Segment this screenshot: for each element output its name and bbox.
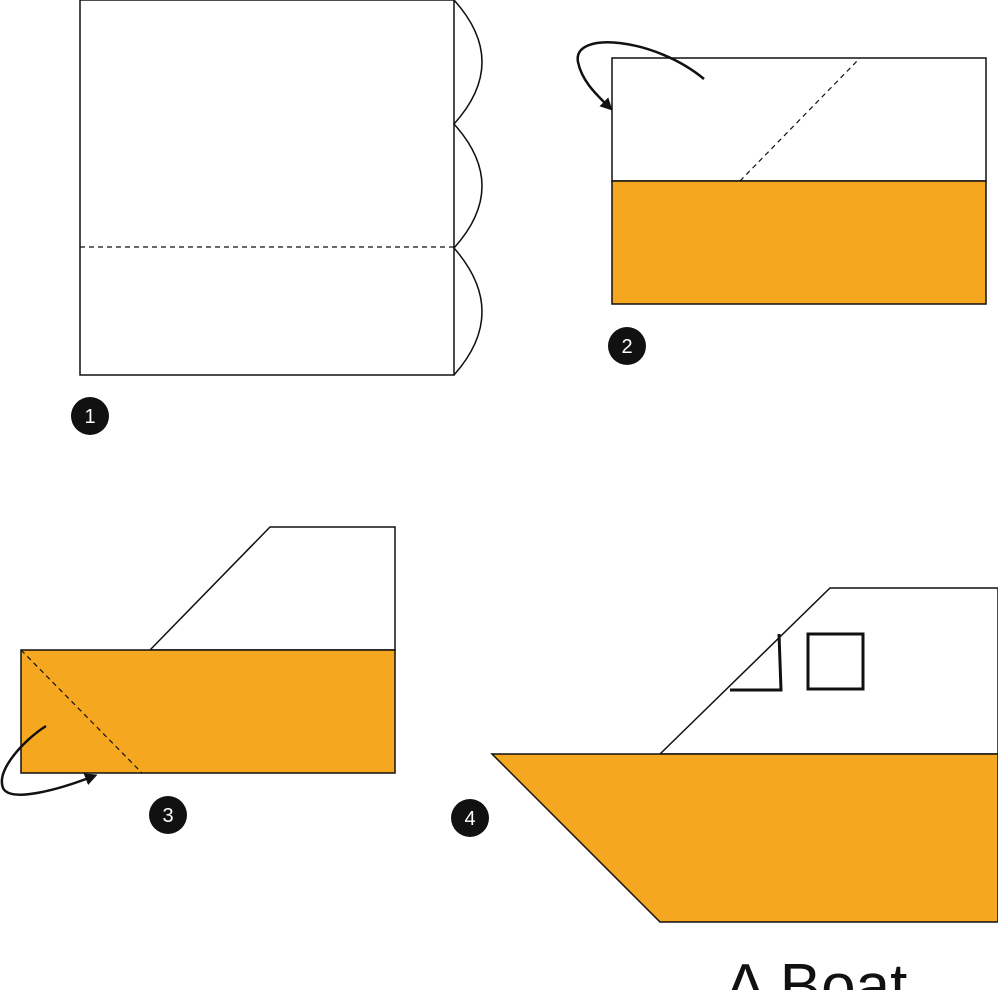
step-2-badge: 2	[608, 327, 646, 365]
step-3-diagram	[0, 526, 396, 796]
step-3-badge: 3	[149, 796, 187, 834]
step-4-hull	[490, 753, 998, 923]
step-1-badge: 1	[71, 397, 109, 435]
diagram-title: A Boat	[725, 952, 908, 990]
step-4-window-right	[806, 632, 865, 691]
step-4-cabin	[658, 587, 998, 755]
step-4-diagram	[490, 587, 998, 923]
step-2-fold-arrow-icon	[576, 41, 705, 111]
step-4-window-left	[730, 633, 783, 692]
step-2-diagram	[576, 41, 987, 305]
step-1-diagram	[79, 0, 483, 376]
step-2-paper-colored	[611, 180, 987, 305]
step-1-number: 1	[84, 406, 95, 428]
step-2-paper-top	[611, 57, 987, 182]
step-4-badge: 4	[451, 799, 489, 837]
step-2-number: 2	[621, 336, 632, 358]
step-3-fold-line	[20, 649, 143, 774]
step-2-fold-line	[739, 57, 861, 182]
step-4-number: 4	[464, 808, 475, 830]
step-3-hull	[20, 649, 396, 774]
step-3-number: 3	[162, 805, 173, 827]
step-3-fold-arrow-icon	[0, 724, 98, 796]
step-1-square-paper	[79, 0, 455, 376]
step-1-scallop-marks	[452, 0, 483, 376]
step-3-cabin	[148, 526, 396, 651]
